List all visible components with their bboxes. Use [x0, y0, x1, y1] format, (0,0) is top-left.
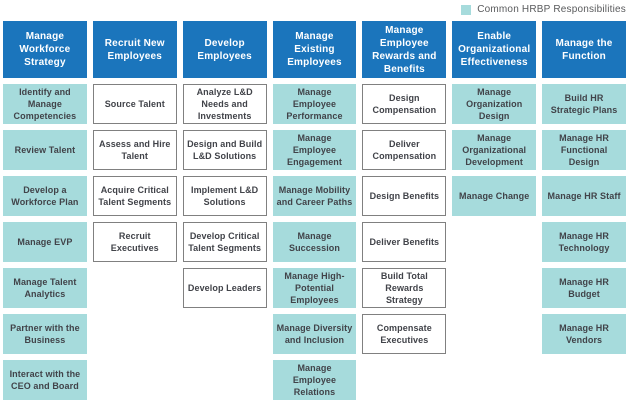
responsibility-cell: Design and Build L&D Solutions: [182, 130, 267, 170]
responsibility-cell: Design Compensation: [362, 84, 447, 124]
responsibility-cell: Manage Employee Relations: [272, 360, 357, 400]
responsibility-cell: Recruit Executives: [92, 222, 177, 262]
responsibility-cell: Compensate Executives: [362, 314, 447, 354]
responsibility-cell: Manage Employee Engagement: [272, 130, 357, 170]
responsibility-cell: Manage Talent Analytics: [3, 268, 87, 308]
column-header: Develop Employees: [182, 21, 267, 78]
responsibility-cell: Develop Leaders: [182, 268, 267, 308]
responsibility-cell: Identify and Manage Competencies: [3, 84, 87, 124]
responsibility-cell: Manage HR Staff: [542, 176, 626, 216]
responsibility-cell: Manage Employee Performance: [272, 84, 357, 124]
legend: Common HRBP Responsibilities: [3, 2, 626, 17]
responsibility-cell: Source Talent: [92, 84, 177, 124]
column-header: Manage Employee Rewards and Benefits: [362, 21, 447, 78]
responsibility-cell: Manage Succession: [272, 222, 357, 262]
responsibility-cell: Interact with the CEO and Board: [3, 360, 87, 400]
responsibility-cell: Manage Organizational Development: [452, 130, 537, 170]
responsibility-cell: Manage High-Potential Employees: [272, 268, 357, 308]
column-header: Manage Existing Employees: [272, 21, 357, 78]
responsibility-cell: Manage Organization Design: [452, 84, 537, 124]
responsibility-cell: Analyze L&D Needs and Investments: [182, 84, 267, 124]
responsibility-cell: Manage HR Technology: [542, 222, 626, 262]
column-header: Manage the Function: [542, 21, 626, 78]
responsibility-cell: Deliver Compensation: [362, 130, 447, 170]
responsibility-cell: Acquire Critical Talent Segments: [92, 176, 177, 216]
responsibility-cell: Assess and Hire Talent: [92, 130, 177, 170]
legend-swatch-icon: [461, 4, 472, 15]
column-header: Manage Workforce Strategy: [3, 21, 87, 78]
responsibility-cell: Manage EVP: [3, 222, 87, 262]
responsibility-cell: Implement L&D Solutions: [182, 176, 267, 216]
responsibility-cell: Manage HR Vendors: [542, 314, 626, 354]
responsibility-cell: Manage Mobility and Career Paths: [272, 176, 357, 216]
responsibility-cell: Build Total Rewards Strategy: [362, 268, 447, 308]
responsibility-cell: Review Talent: [3, 130, 87, 170]
responsibility-cell: Manage Change: [452, 176, 537, 216]
responsibility-cell: Manage Diversity and Inclusion: [272, 314, 357, 354]
legend-label: Common HRBP Responsibilities: [477, 4, 626, 15]
responsibility-cell: Deliver Benefits: [362, 222, 447, 262]
responsibility-cell: Design Benefits: [362, 176, 447, 216]
responsibility-cell: Manage HR Functional Design: [542, 130, 626, 170]
responsibility-cell: Manage HR Budget: [542, 268, 626, 308]
column-header: Recruit New Employees: [92, 21, 177, 78]
responsibility-cell: Partner with the Business: [3, 314, 87, 354]
responsibility-cell: Develop Critical Talent Segments: [182, 222, 267, 262]
column-header: Enable Organizational Effectiveness: [452, 21, 537, 78]
responsibility-cell: Build HR Strategic Plans: [542, 84, 626, 124]
responsibility-cell: Develop a Workforce Plan: [3, 176, 87, 216]
